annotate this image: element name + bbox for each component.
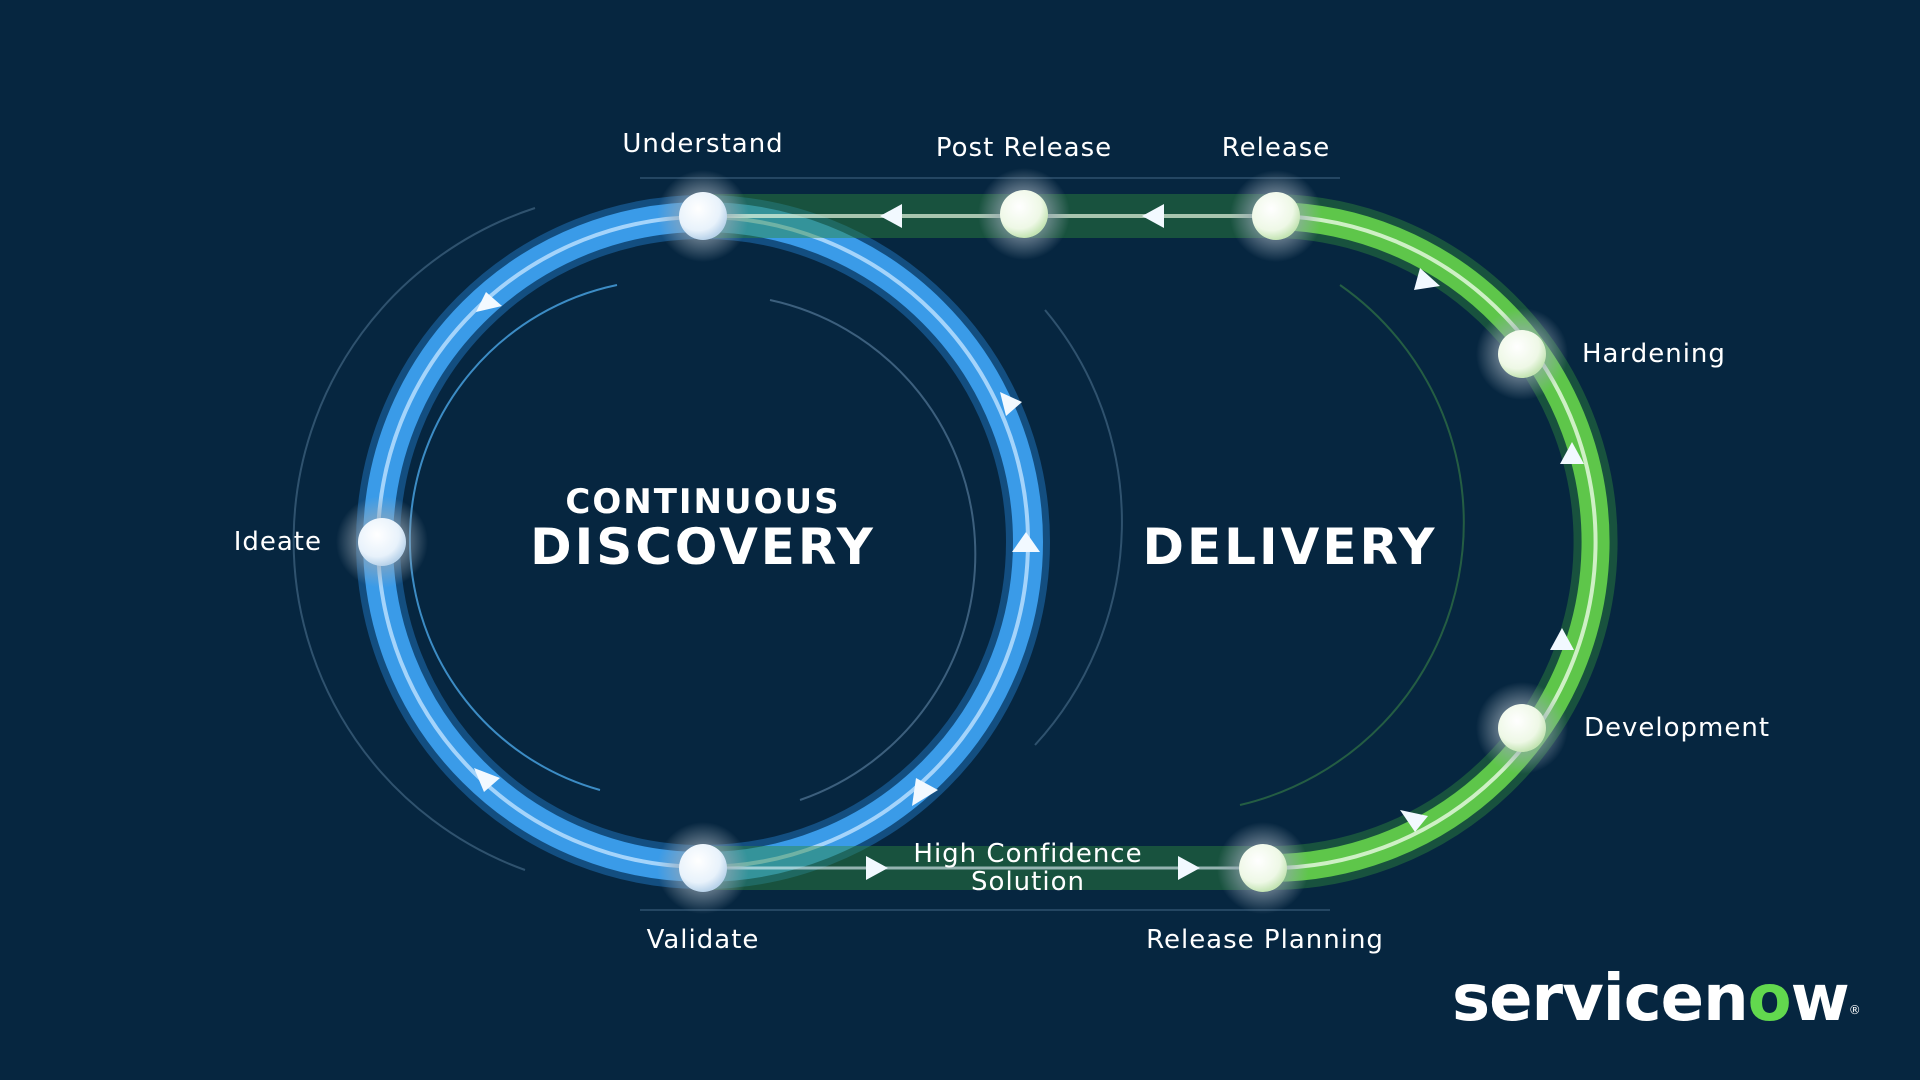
logo-o-mark: o	[1747, 962, 1792, 1036]
node-understand	[679, 192, 727, 240]
node-ideate	[358, 518, 406, 566]
label-high-confidence-solution: High Confidence Solution	[913, 840, 1142, 896]
label-post-release: Post Release	[935, 133, 1113, 163]
node-release	[1252, 192, 1300, 240]
label-release-planning: Release Planning	[1146, 925, 1384, 955]
label-release: Release	[1221, 133, 1331, 163]
node-validate	[679, 844, 727, 892]
logo-text-after: w	[1790, 962, 1850, 1036]
servicenow-logo: servicenow®	[1452, 962, 1861, 1036]
label-validate: Validate	[646, 925, 760, 955]
label-understand: Understand	[622, 129, 784, 159]
logo-registered-mark: ®	[1848, 1003, 1861, 1017]
label-development: Development	[1584, 713, 1771, 743]
label-high-confidence-line1: High Confidence	[913, 839, 1143, 869]
logo-text-before: servicen	[1452, 962, 1749, 1036]
label-ideate: Ideate	[233, 527, 322, 557]
node-release-planning	[1239, 844, 1287, 892]
node-development	[1498, 704, 1546, 752]
label-hardening: Hardening	[1582, 339, 1726, 369]
discovery-title-small: CONTINUOUS	[565, 482, 841, 522]
node-post-release	[1000, 190, 1048, 238]
node-hardening	[1498, 330, 1546, 378]
delivery-title: DELIVERY	[1142, 518, 1438, 576]
delivery-loop	[703, 194, 1618, 891]
nodes	[336, 168, 1568, 914]
discovery-title-big: DISCOVERY	[530, 518, 876, 576]
label-high-confidence-line2: Solution	[971, 867, 1085, 897]
guide-arcs	[292, 177, 1465, 911]
flow-arrows	[474, 204, 1584, 880]
